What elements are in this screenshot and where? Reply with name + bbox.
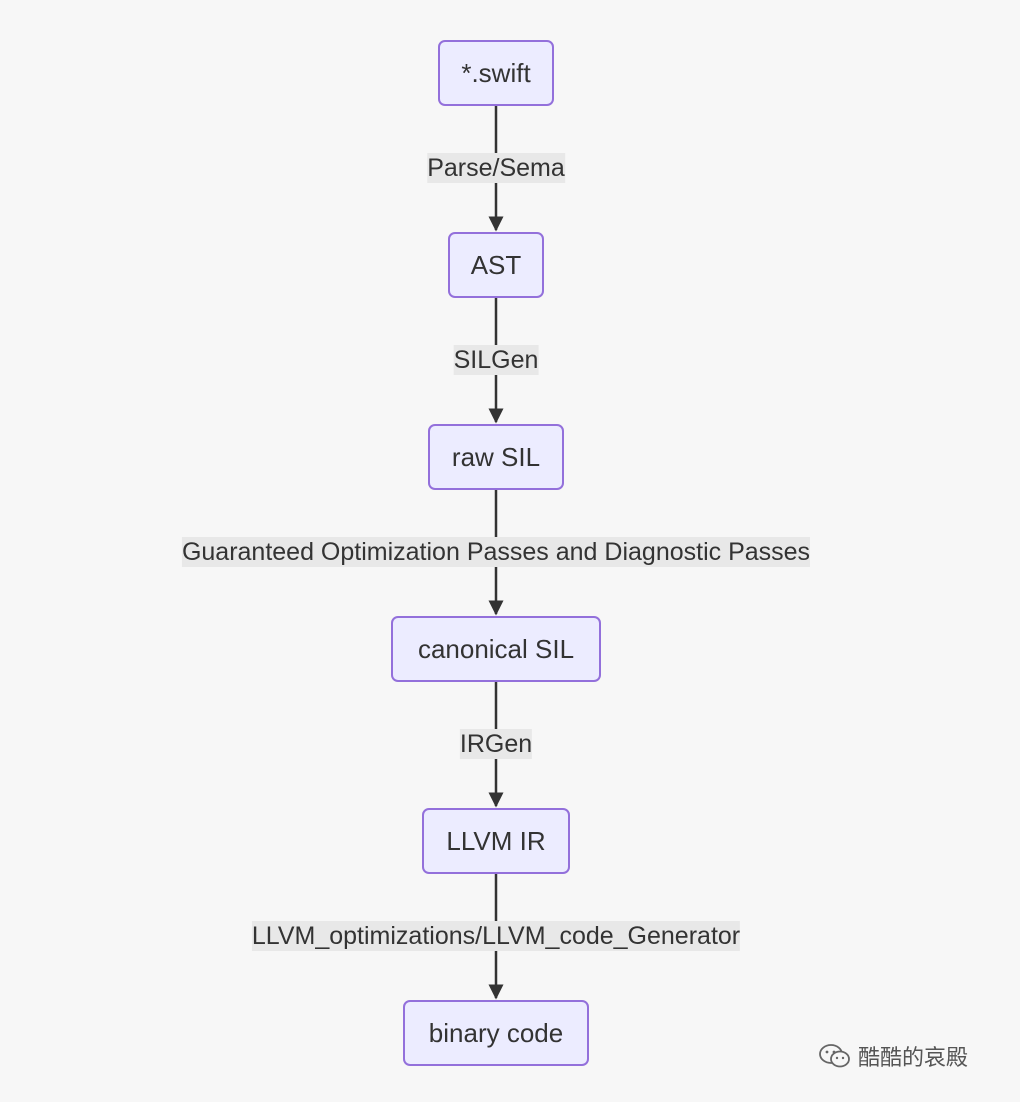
node-llvm-ir: LLVM IR [422,808,570,874]
node-canonical-sil: canonical SIL [391,616,601,682]
edge-label-llvm-codegen: LLVM_optimizations/LLVM_code_Generator [251,921,741,951]
node-binary-code: binary code [403,1000,589,1066]
edge-label-parse-sema: Parse/Sema [427,153,565,183]
wechat-icon [818,1042,852,1070]
edge-label-irgen: IRGen [459,729,533,759]
node-raw-sil: raw SIL [428,424,564,490]
edge-label-silgen: SILGen [453,345,539,375]
watermark: 酷酷的哀殿 [818,1040,968,1072]
node-ast: AST [448,232,544,298]
node-swift-source: *.swift [438,40,554,106]
watermark-text: 酷酷的哀殿 [858,1045,969,1070]
edge-label-guaranteed-passes: Guaranteed Optimization Passes and Diagn… [181,537,811,567]
